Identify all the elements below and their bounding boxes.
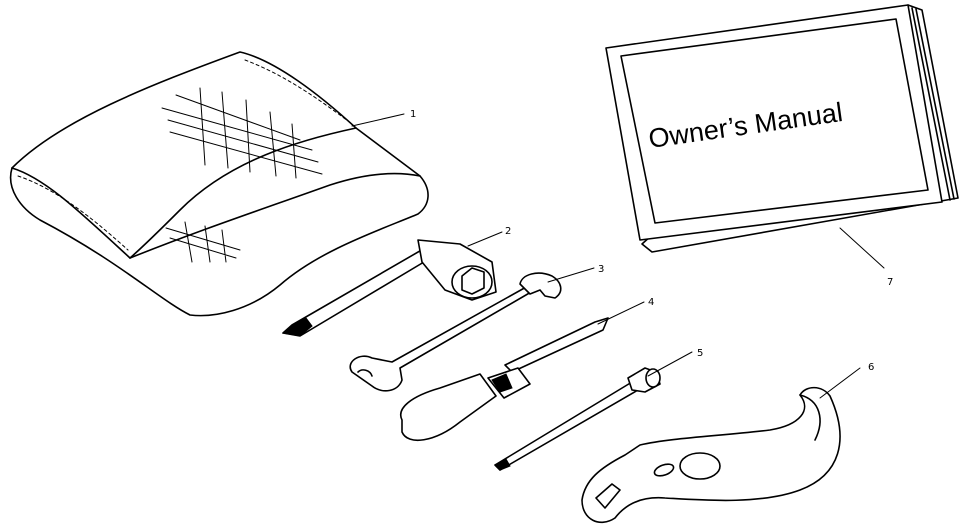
callout-2: 2	[505, 226, 511, 237]
tool-pouch	[9, 51, 429, 317]
callout-7: 7	[887, 277, 893, 288]
callout-3: 3	[598, 264, 604, 275]
handle-bar	[494, 367, 661, 471]
owners-manual: Owner’s Manual	[605, 4, 959, 253]
callout-6: 6	[868, 362, 874, 373]
spark-plug-socket-wrench	[281, 239, 497, 337]
callout-5: 5	[697, 348, 703, 359]
callout-1: 1	[410, 109, 416, 120]
spanner-wrench	[581, 386, 841, 524]
callout-4: 4	[648, 297, 654, 308]
open-end-wrench	[349, 272, 562, 392]
screwdriver	[399, 317, 609, 441]
leader-lines	[351, 113, 885, 399]
